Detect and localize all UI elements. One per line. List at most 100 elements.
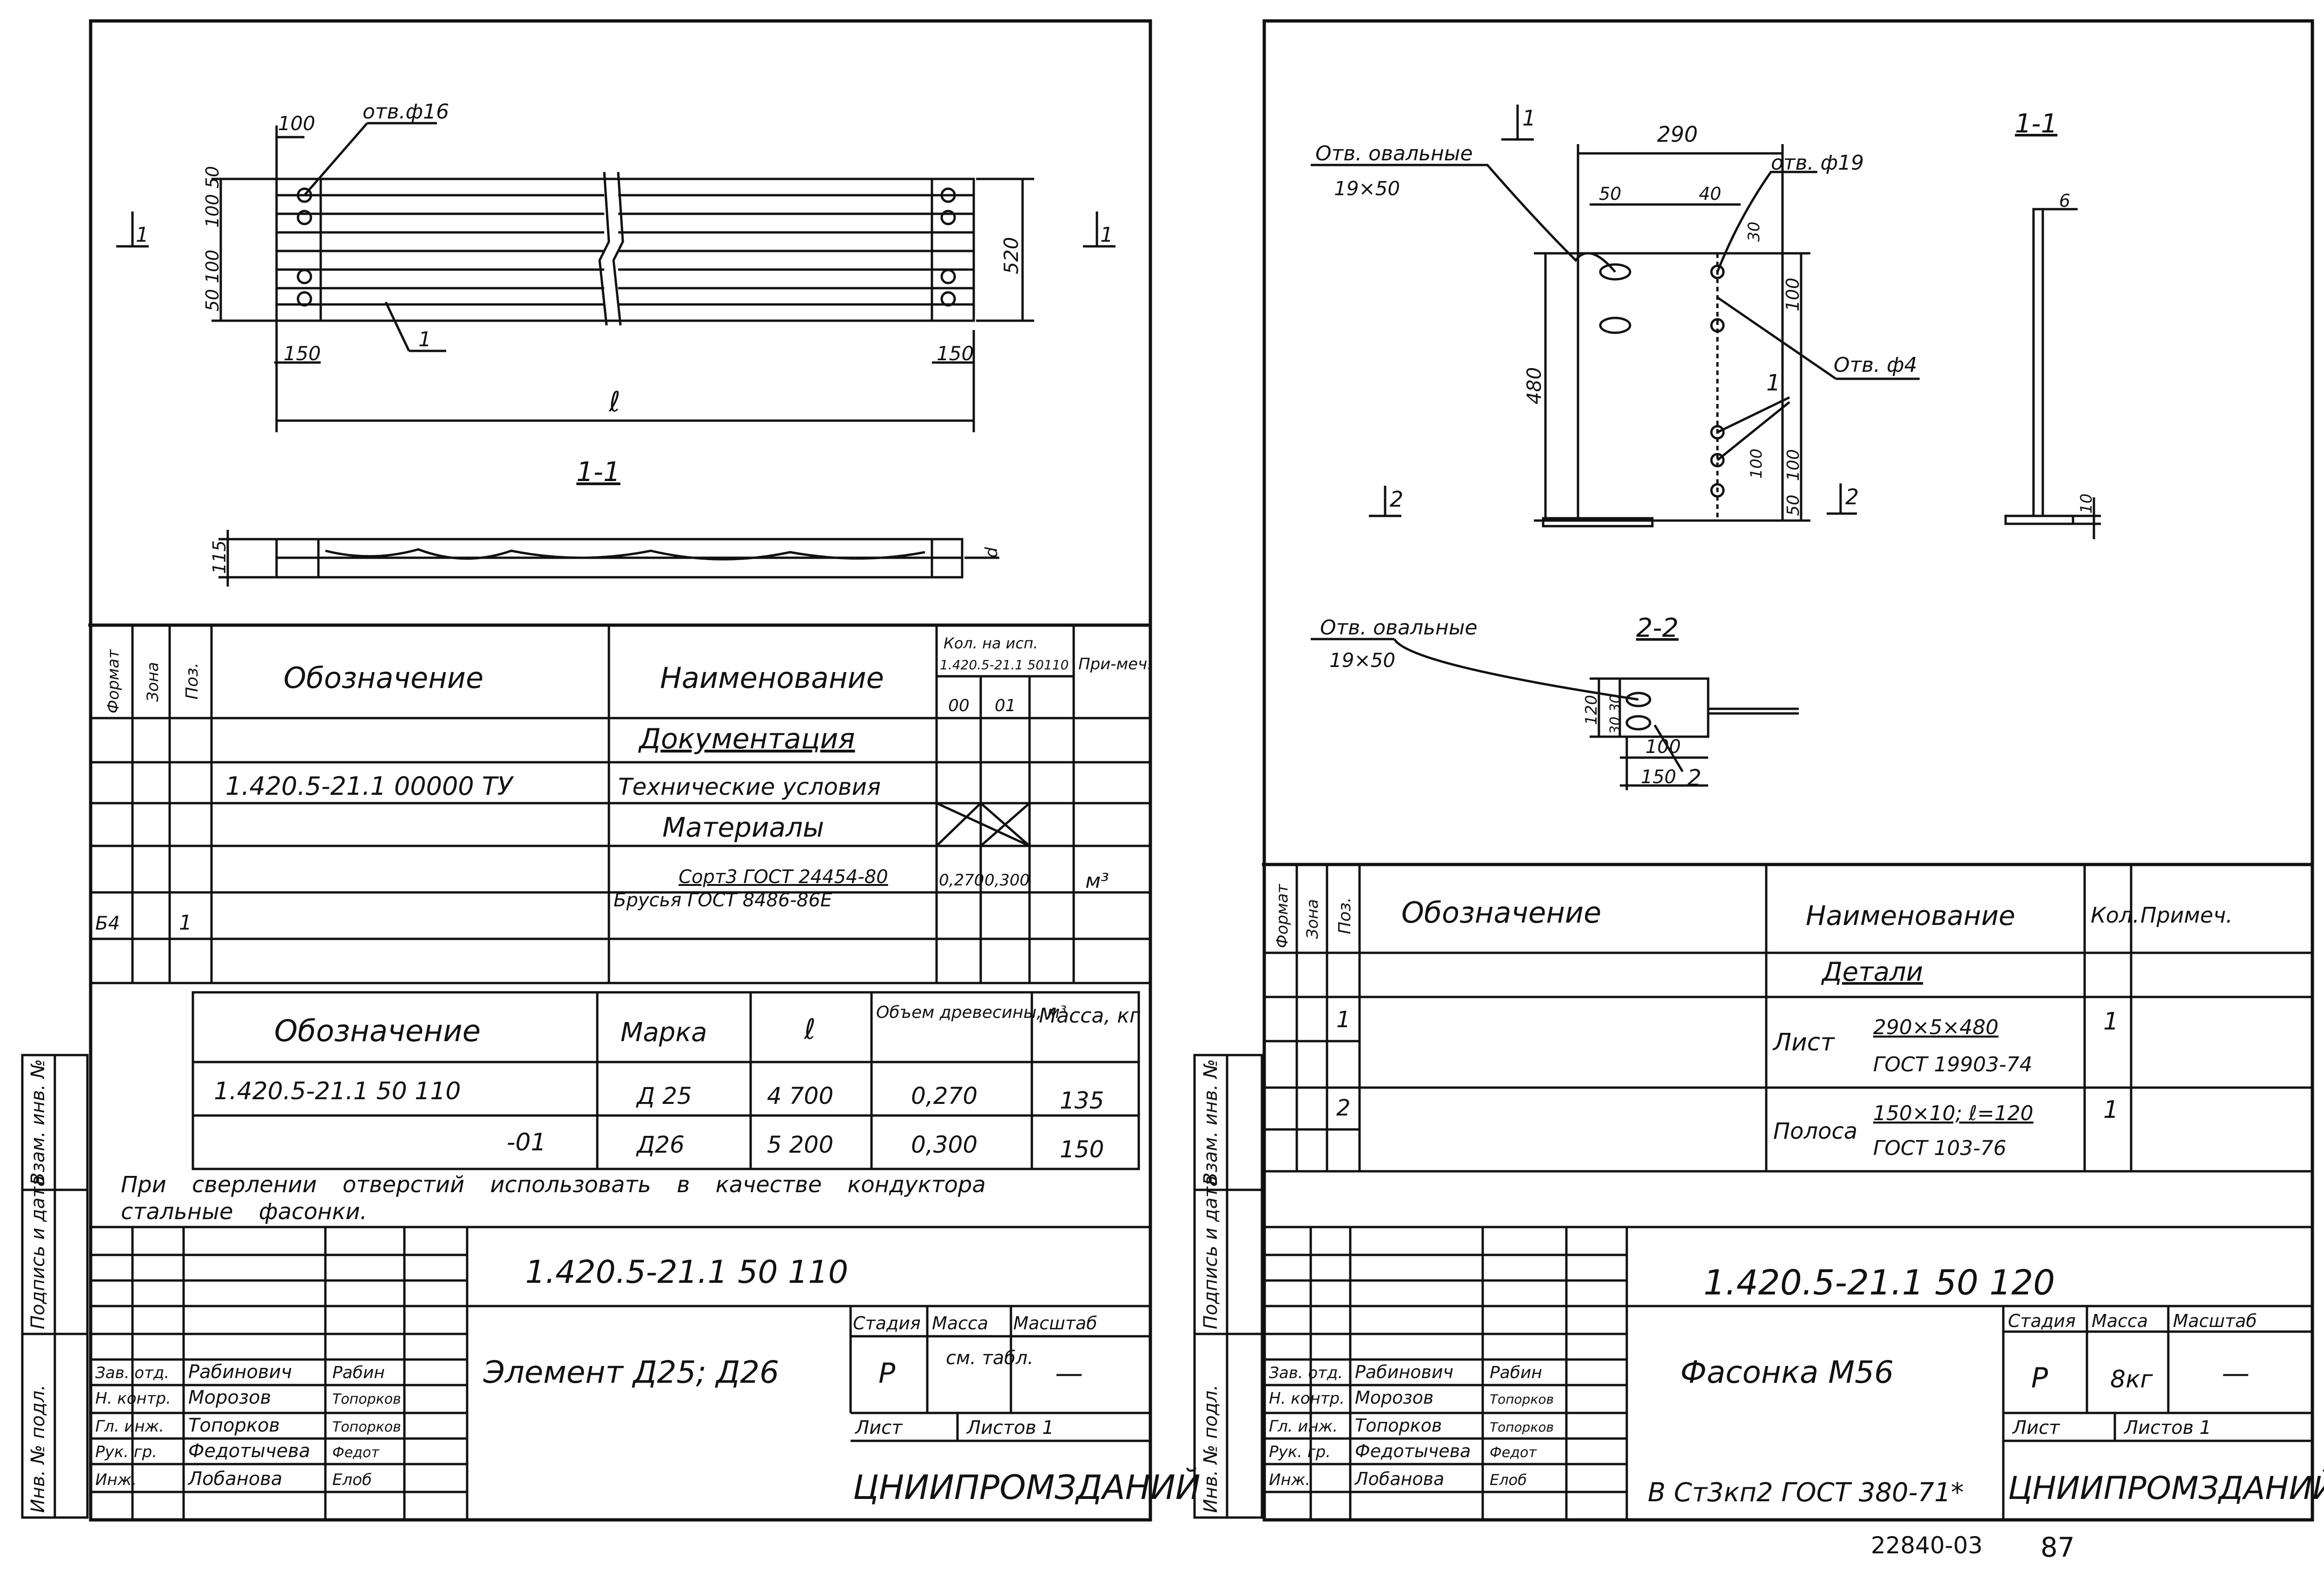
oval-holes-size-2: 19×50: [1329, 649, 1395, 672]
spec-header-note: При-меч.: [1078, 655, 1152, 673]
left-mass: см. табл.: [946, 1347, 1033, 1369]
spec-header-format: Формат: [104, 649, 123, 713]
dim-100-50: 100 50: [202, 166, 223, 228]
variant-row-1-mark: Д 25: [636, 1082, 692, 1109]
right-signature-4: Федот: [1490, 1445, 1537, 1461]
spec-header-qty-01: 01: [995, 696, 1016, 715]
right-sheet: Инв. № подл. Подпись и дата Взам. инв. №…: [1193, 19, 2324, 1522]
left-scale-label: Масштаб: [1013, 1313, 1097, 1333]
left-margin-label-1: Инв. № подл.: [27, 1385, 49, 1513]
left-stage: Р: [878, 1357, 896, 1390]
drilling-note: При сверлении отверстий использовать в к…: [121, 1172, 986, 1225]
right-signature-2: Топорков: [1490, 1392, 1554, 1407]
oval-holes-size: 19×50: [1334, 177, 1400, 200]
right-signature-5: Елоб: [1490, 1471, 1527, 1489]
right-material: В Ст3кп2 ГОСТ 380-71*: [1648, 1478, 1964, 1508]
section-mark-right: 1: [1100, 223, 1113, 247]
right-scale-label: Масштаб: [2173, 1311, 2257, 1331]
dim-100-22: 100: [1645, 736, 1681, 758]
detail-1-spec-top: 290×5×480: [1873, 1016, 1999, 1039]
dim-100: 100: [278, 112, 315, 135]
callout-2: 2: [1687, 765, 1702, 791]
left-signature-2: Топорков: [332, 1391, 401, 1407]
right-sheet-label: Лист: [2012, 1417, 2060, 1439]
section-mark-2-left: 2: [1390, 487, 1403, 512]
spec-mat-pos: 1: [179, 911, 192, 935]
right-person-role-1: Зав. отд.: [1269, 1364, 1343, 1382]
right-spec-header-qty: Кол.: [2091, 903, 2139, 928]
section-2-2-view: [1311, 638, 1799, 790]
dim-30-30: 30 30: [1607, 694, 1624, 734]
variant-row-2-mass: 150: [1060, 1136, 1104, 1163]
dim-50: 50: [1599, 184, 1621, 204]
variant-row-2-designation: -01: [507, 1129, 546, 1156]
oval-holes-label: Отв. овальные: [1315, 142, 1473, 165]
left-spec-grid: [91, 625, 1150, 984]
element-plan-view: [116, 122, 1116, 432]
right-stage-label: Стадия: [2008, 1311, 2076, 1331]
right-margin-label-3: Взам. инв. №: [1200, 1059, 1221, 1185]
variant-row-1-length: 4 700: [767, 1082, 833, 1109]
variants-header-length: ℓ: [804, 1013, 816, 1046]
left-person-role-4: Рук. гр.: [95, 1443, 157, 1461]
right-margin-label-1: Инв. № подл.: [1200, 1385, 1221, 1513]
right-person-name-3: Топорков: [1355, 1415, 1442, 1436]
detail-1-pos: 1: [1336, 1007, 1351, 1033]
spec-mat-qty-00: 0,270: [939, 871, 984, 890]
dim-120: 120: [1582, 695, 1601, 725]
detail-2-pos: 2: [1336, 1095, 1351, 1121]
spec-mat-name-1: Сорт3 ГОСТ 24454-80: [679, 866, 888, 888]
left-signature-3: Топорков: [332, 1419, 401, 1435]
oval-holes-label-2: Отв. овальные: [1320, 616, 1478, 640]
spec-mat-name-2: Брусья ГОСТ 8486-86Е: [614, 890, 832, 911]
dim-100-mid: 100: [1784, 449, 1803, 481]
variants-grid: [191, 991, 1140, 1170]
dim-40: 40: [1699, 184, 1721, 204]
variants-header-volume: Объем древесины, м³: [876, 1003, 1067, 1022]
spec-mat-unit: м³: [1085, 869, 1109, 893]
right-sheets-label: Листов 1: [2123, 1417, 2212, 1439]
left-title: Элемент Д25; Д26: [483, 1354, 779, 1390]
hole-label: отв.ф16: [363, 100, 449, 124]
section-1-1-view: [218, 530, 999, 587]
dim-30: 30: [1745, 222, 1763, 242]
left-margin-label-2: Подпись и дата: [27, 1175, 49, 1329]
right-stage: Р: [2031, 1362, 2048, 1394]
dim-100-top: 100: [1783, 277, 1803, 311]
left-person-role-3: Гл. инж.: [95, 1417, 164, 1436]
right-margin-label-2: Подпись и дата: [1200, 1175, 1221, 1329]
spec-mat-format: Б4: [95, 913, 120, 934]
spec-doc-name: Технические условия: [618, 773, 881, 800]
detail-2-name: Полоса: [1773, 1118, 1857, 1144]
dim-10: 10: [2077, 494, 2096, 514]
detail-2-spec-bottom: ГОСТ 103-76: [1873, 1136, 2007, 1160]
dim-480: 480: [1523, 367, 1545, 404]
gusset-plate-view: [1311, 105, 1920, 528]
detail-1-spec-bottom: ГОСТ 19903-74: [1873, 1053, 2033, 1076]
right-spec-grid: [1264, 865, 2312, 1173]
callout-1: 1: [1766, 370, 1781, 396]
right-spec-header-note: Примеч.: [2140, 903, 2233, 928]
hole-19-label: отв. ф19: [1771, 151, 1864, 175]
left-signature-1: Рабин: [332, 1363, 385, 1382]
section-1-1-plate-view: [2004, 208, 2101, 539]
variant-row-2-length: 5 200: [767, 1131, 833, 1158]
left-person-name-4: Федотычева: [188, 1440, 310, 1462]
left-person-name-1: Рабинович: [188, 1361, 292, 1383]
variants-header-mass: Масса, кг: [1039, 1004, 1141, 1028]
left-scale: —: [1055, 1357, 1083, 1390]
variant-row-2-mark: Д26: [636, 1131, 685, 1158]
left-signature-5: Елоб: [332, 1471, 372, 1489]
variants-header-mark: Марка: [621, 1017, 707, 1048]
left-stage-label: Стадия: [853, 1313, 921, 1333]
left-margin-label-3: Взам. инв. №: [27, 1059, 49, 1185]
right-scale: —: [2222, 1357, 2250, 1390]
detail-1-qty: 1: [2103, 1008, 2119, 1036]
left-organization: ЦНИИПРОМЗДАНИЙ: [853, 1468, 1201, 1507]
left-doc-number: 1.420.5-21.1 50 110: [525, 1254, 848, 1291]
section-mark-2-right: 2: [1845, 484, 1859, 509]
right-spec-header-pos: Поз.: [1335, 897, 1354, 934]
spec-header-qty-00: 00: [948, 696, 970, 715]
spec-header-qty: Кол. на исп.: [944, 634, 1038, 652]
dim-6: 6: [2059, 191, 2070, 211]
